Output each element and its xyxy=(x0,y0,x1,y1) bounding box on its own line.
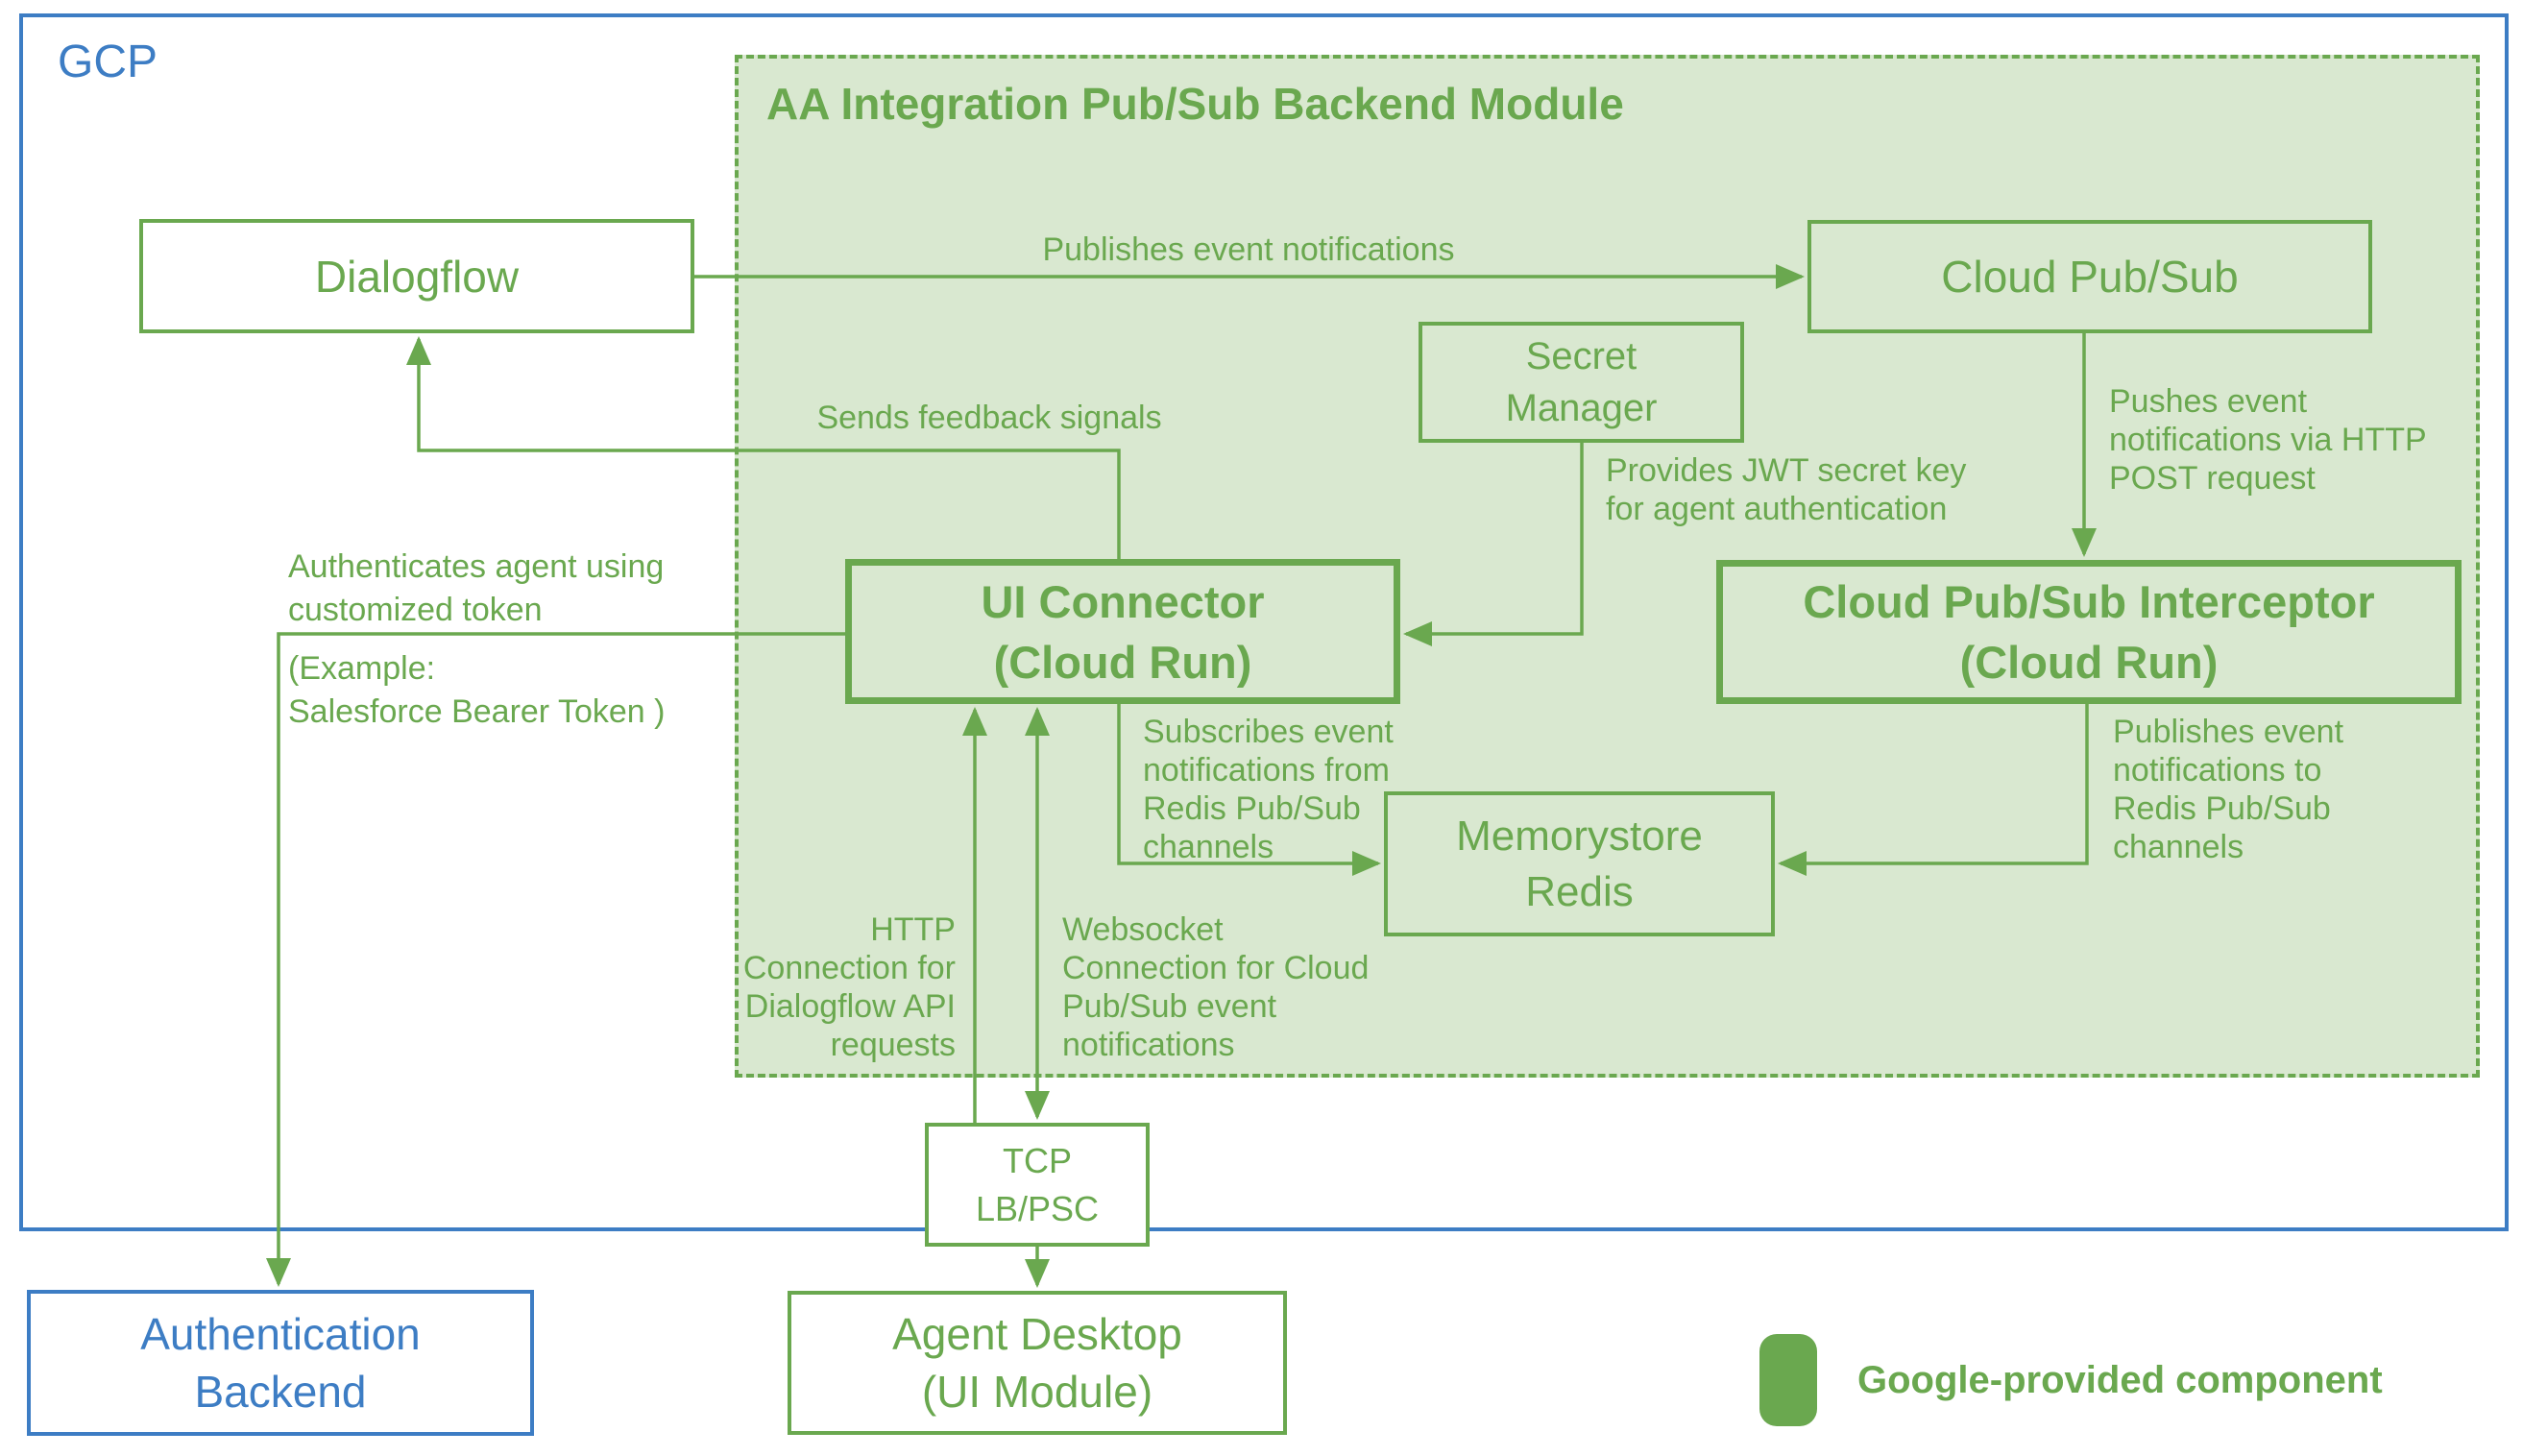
label-authenticates-agent: Authenticates agent using customized tok… xyxy=(288,548,665,628)
label-subscribes-event-notifications: Subscribes event notifications from Redi… xyxy=(1143,714,1394,865)
node-ui-connector: UI Connector (Cloud Run) xyxy=(845,559,1400,704)
gcp-label: GCP xyxy=(58,36,158,87)
label-provides-jwt-secret: Provides JWT secret key for agent authen… xyxy=(1606,452,1967,527)
gcp-boundary xyxy=(19,13,2509,1231)
legend-google-provided-swatch xyxy=(1759,1334,1817,1426)
node-authentication-backend: Authentication Backend xyxy=(27,1290,534,1436)
label-publishes-event-notifications: Publishes event notifications xyxy=(1042,231,1455,268)
node-secret-manager: Secret Manager xyxy=(1419,322,1744,443)
node-cloud-pubsub-interceptor: Cloud Pub/Sub Interceptor (Cloud Run) xyxy=(1716,560,2462,704)
node-agent-desktop: Agent Desktop (UI Module) xyxy=(788,1291,1287,1435)
module-title: AA Integration Pub/Sub Backend Module xyxy=(766,79,1624,129)
label-sends-feedback-signals: Sends feedback signals xyxy=(816,400,1162,436)
node-cloud-pubsub: Cloud Pub/Sub xyxy=(1807,220,2372,333)
label-authenticates-example: (Example: Salesforce Bearer Token ) xyxy=(288,650,666,730)
node-tcp-lb-psc: TCP LB/PSC xyxy=(925,1123,1150,1247)
label-http-connection: HTTP Connection for Dialogflow API reque… xyxy=(742,911,956,1063)
label-websocket-connection: Websocket Connection for Cloud Pub/Sub e… xyxy=(1062,911,1370,1063)
label-pushes-event-notifications: Pushes event notifications via HTTP POST… xyxy=(2109,383,2427,497)
node-dialogflow: Dialogflow xyxy=(139,219,694,333)
label-publishes-to-redis: Publishes event notifications to Redis P… xyxy=(2113,714,2344,865)
legend-google-provided-label: Google-provided component xyxy=(1857,1359,2383,1401)
node-memorystore-redis: Memorystore Redis xyxy=(1384,791,1775,936)
